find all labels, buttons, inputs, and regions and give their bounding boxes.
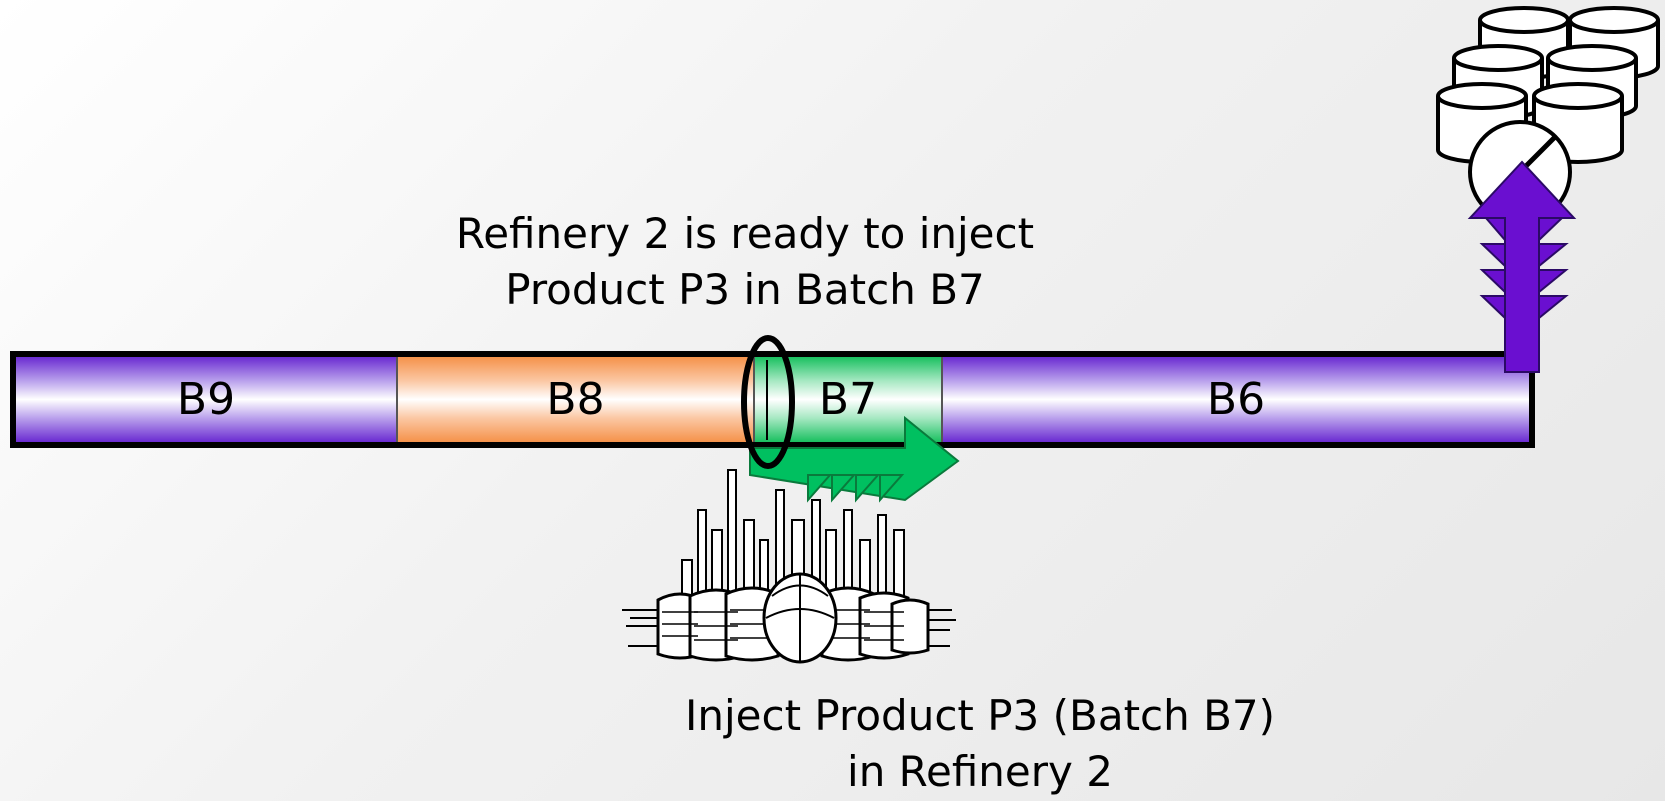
right-arrow-icon: [749, 415, 960, 503]
batch-b7: B7: [753, 357, 941, 442]
interface-marker: [741, 335, 795, 469]
top-caption: Refinery 2 is ready to inject Product P3…: [400, 206, 1090, 318]
batch-b7-label: B7: [818, 374, 878, 425]
bottom-caption-line-2: in Refinery 2: [847, 747, 1113, 796]
bottom-caption: Inject Product P3 (Batch B7) in Refinery…: [640, 688, 1320, 800]
storage-tanks-icon: [1436, 6, 1660, 224]
batch-b9: B9: [16, 357, 396, 442]
up-arrow-icon: [1467, 160, 1577, 373]
batch-b9-label: B9: [176, 374, 236, 425]
batch-b8-label: B8: [546, 374, 605, 425]
refinery-illustration: [622, 469, 956, 664]
batch-b6-label: B6: [1206, 374, 1266, 425]
batch-b8: B8: [396, 357, 753, 442]
batch-b6: B6: [941, 357, 1529, 442]
bottom-caption-line-1: Inject Product P3 (Batch B7): [684, 691, 1276, 740]
pipeline: B9 B8 B7 B6: [10, 351, 1535, 448]
top-caption-line-1: Refinery 2 is ready to inject: [455, 209, 1035, 258]
top-caption-line-2: Product P3 in Batch B7: [505, 265, 985, 314]
